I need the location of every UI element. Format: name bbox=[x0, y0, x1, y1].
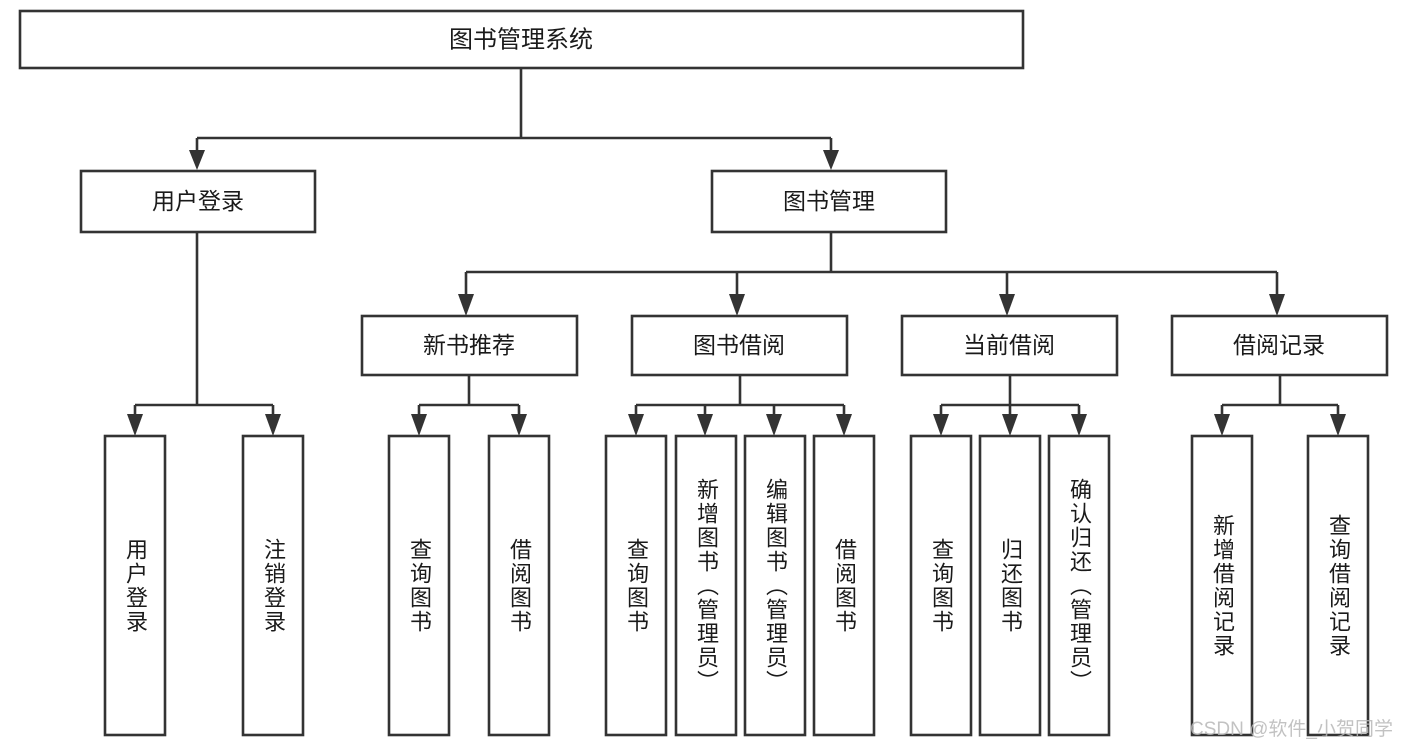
node-leaf-query-book-1-box[interactable] bbox=[387, 434, 451, 737]
node-borrow-record-label: 借阅记录 bbox=[1233, 332, 1325, 358]
arrowhead-leaf-query-book-2 bbox=[628, 414, 644, 436]
connector-book-borrow-to-leaves bbox=[628, 375, 852, 436]
arrowhead-leaf-confirm-return bbox=[1071, 414, 1087, 436]
arrowhead-leaf-edit-book bbox=[766, 414, 782, 436]
arrowhead-book-manage bbox=[823, 150, 839, 170]
connector-new-book-recommend-to-leaves bbox=[411, 375, 527, 436]
arrowhead-leaf-query-book-1 bbox=[411, 414, 427, 436]
connector-current-borrow-to-leaves bbox=[933, 375, 1087, 436]
arrowhead-leaf-borrow-book-1 bbox=[511, 414, 527, 436]
node-leaf-logout-box[interactable] bbox=[241, 434, 305, 737]
arrowhead-current-borrow bbox=[999, 294, 1015, 316]
arrowhead-user-login bbox=[189, 150, 205, 170]
arrowhead-leaf-query-record bbox=[1330, 414, 1346, 436]
node-leaf-user-login-box[interactable] bbox=[103, 434, 167, 737]
node-leaf-query-book-3-box[interactable] bbox=[909, 434, 973, 737]
node-user-login-box[interactable] bbox=[79, 169, 317, 234]
node-leaf-add-book-box[interactable] bbox=[674, 434, 738, 737]
node-root[interactable]: 图书管理系统 bbox=[18, 9, 1025, 70]
node-current-borrow[interactable]: 当前借阅 bbox=[900, 314, 1119, 377]
node-new-book-recommend-label: 新书推荐 bbox=[423, 332, 515, 358]
node-book-borrow-label: 图书借阅 bbox=[693, 332, 785, 358]
connector-borrow-record-to-leaves bbox=[1214, 375, 1346, 436]
node-borrow-record[interactable]: 借阅记录 bbox=[1170, 314, 1389, 377]
arrowhead-leaf-add-record bbox=[1214, 414, 1230, 436]
node-book-manage-box[interactable] bbox=[710, 169, 948, 234]
connector-user-login-to-leaves bbox=[127, 232, 281, 436]
arrowhead-leaf-user-login bbox=[127, 414, 143, 436]
arrowhead-leaf-query-book-3 bbox=[933, 414, 949, 436]
node-leaf-confirm-return-box[interactable] bbox=[1047, 434, 1111, 737]
node-current-borrow-box[interactable] bbox=[900, 314, 1119, 377]
node-current-borrow-label: 当前借阅 bbox=[963, 332, 1055, 358]
watermark-text: CSDN @软件_小贺同学 bbox=[1190, 719, 1393, 740]
node-book-manage-label: 图书管理 bbox=[783, 188, 875, 214]
node-user-login-label: 用户登录 bbox=[152, 188, 244, 214]
node-new-book-recommend-box[interactable] bbox=[360, 314, 579, 377]
node-leaf-edit-book-box[interactable] bbox=[743, 434, 807, 737]
connector-root-to-level2 bbox=[189, 69, 839, 170]
node-book-borrow[interactable]: 图书借阅 bbox=[630, 314, 849, 377]
arrowhead-leaf-return-book bbox=[1002, 414, 1018, 436]
node-leaf-return-book-box[interactable] bbox=[978, 434, 1042, 737]
node-new-book-recommend[interactable]: 新书推荐 bbox=[360, 314, 579, 377]
node-user-login[interactable]: 用户登录 bbox=[79, 169, 317, 234]
connector-book-manage-to-level3 bbox=[458, 232, 1285, 316]
node-leaf-borrow-book-2-box[interactable] bbox=[812, 434, 876, 737]
arrowhead-leaf-logout bbox=[265, 414, 281, 436]
arrowhead-borrow-record bbox=[1269, 294, 1285, 316]
arrowhead-leaf-borrow-book-2 bbox=[836, 414, 852, 436]
node-leaf-query-book-2-box[interactable] bbox=[604, 434, 668, 737]
arrowhead-book-borrow bbox=[729, 294, 745, 316]
node-book-manage[interactable]: 图书管理 bbox=[710, 169, 948, 234]
node-root-box[interactable] bbox=[18, 9, 1025, 70]
arrowhead-new-book-recommend bbox=[458, 294, 474, 316]
node-leaf-query-record-box[interactable] bbox=[1306, 434, 1370, 737]
node-leaf-add-record-box[interactable] bbox=[1190, 434, 1254, 737]
node-leaf-borrow-book-1-box[interactable] bbox=[487, 434, 551, 737]
node-borrow-record-box[interactable] bbox=[1170, 314, 1389, 377]
arrowhead-leaf-add-book bbox=[697, 414, 713, 436]
node-book-borrow-box[interactable] bbox=[630, 314, 849, 377]
node-root-label: 图书管理系统 bbox=[449, 26, 593, 53]
